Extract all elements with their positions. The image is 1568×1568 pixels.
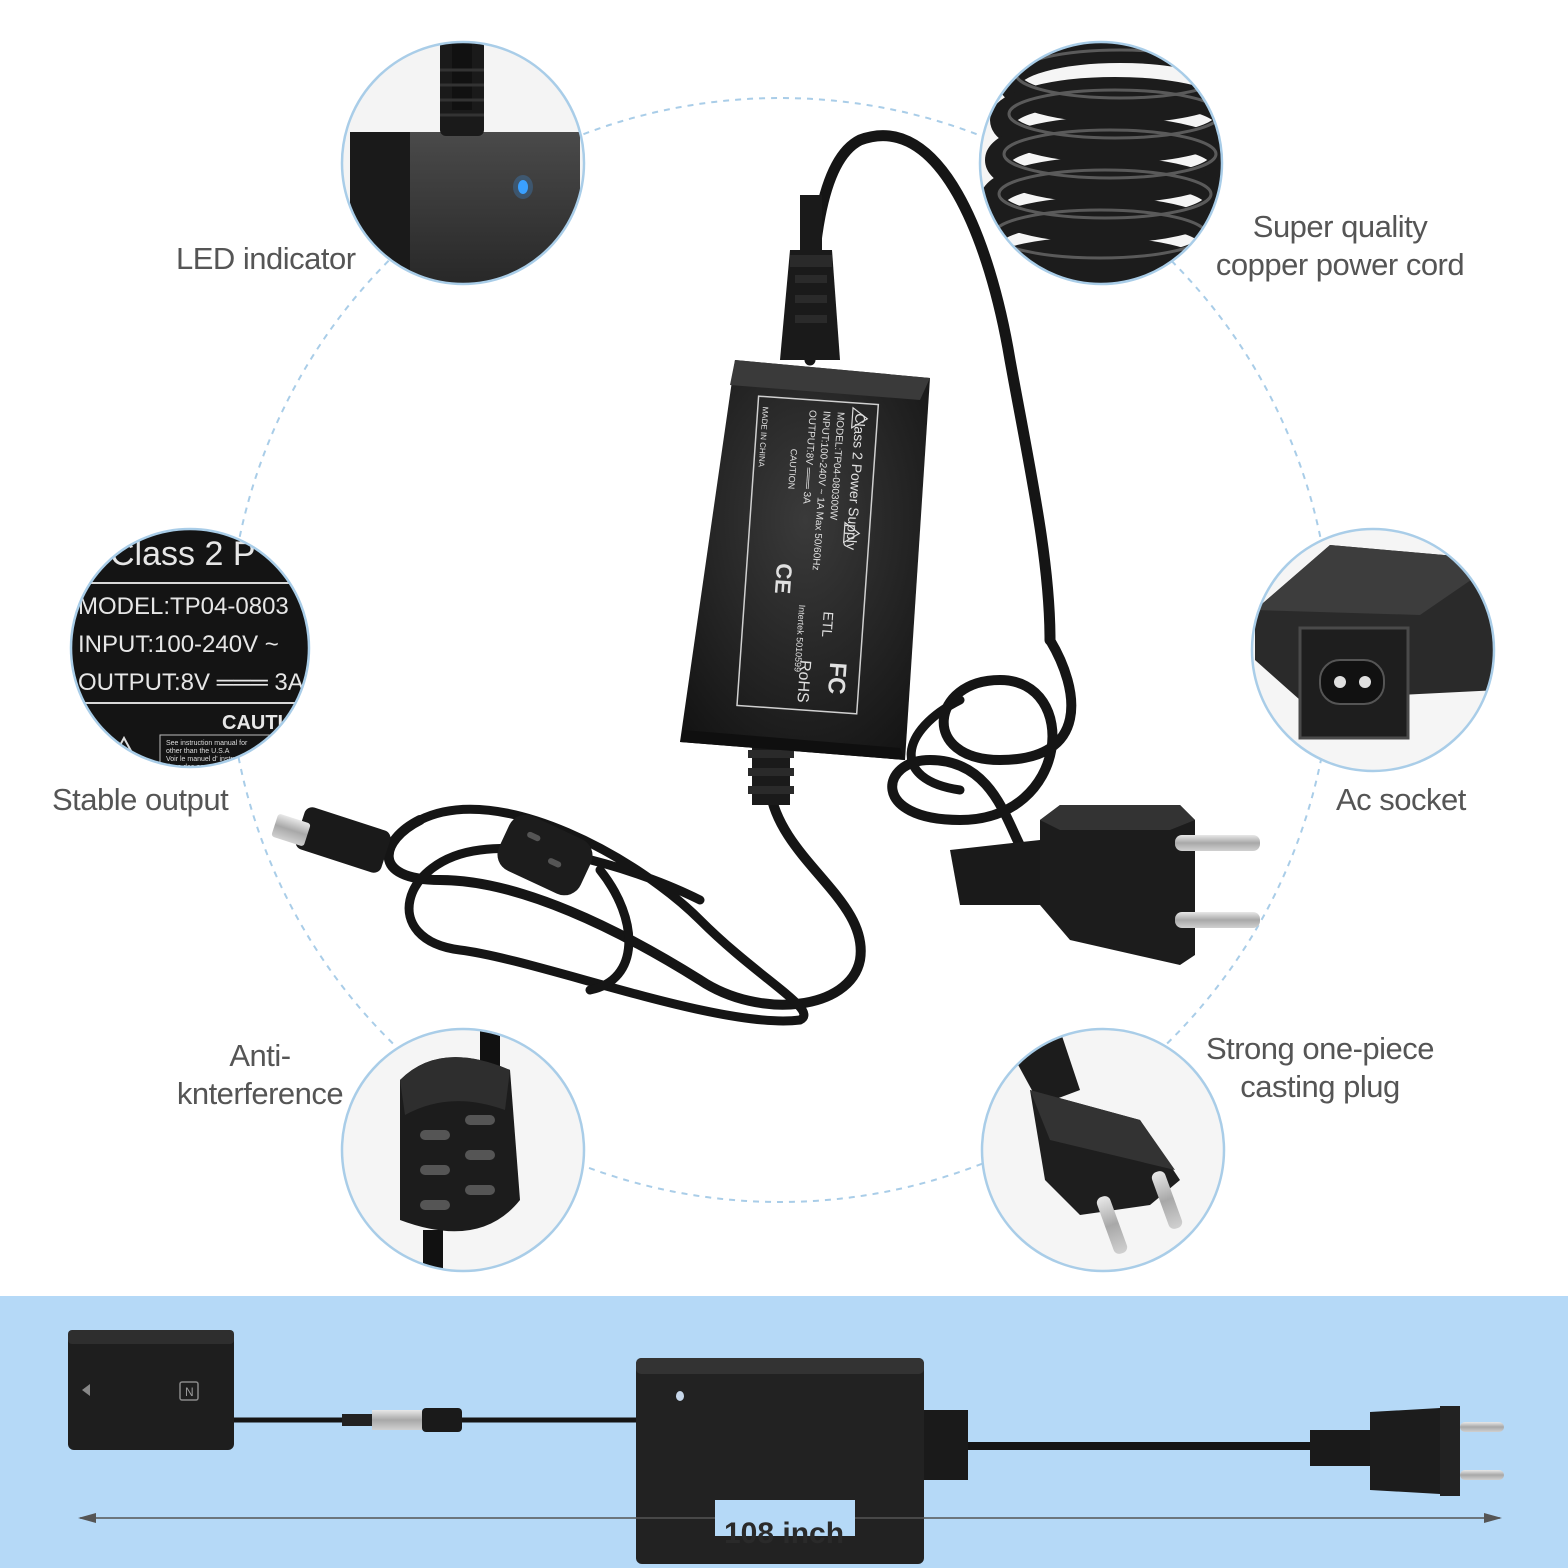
dummy-battery: N: [68, 1330, 234, 1450]
svg-text:Intertek 5010599: Intertek 5010599: [792, 604, 807, 672]
bottom-dc-connector: [342, 1408, 462, 1432]
casting-plug-label: Strong one-piece casting plug: [1195, 1030, 1445, 1106]
anti-interference-label: Anti- knterference: [160, 1037, 360, 1113]
svg-text:dans des pays aut: dans des pays aut: [166, 764, 223, 771]
svg-text:CE: CE: [770, 563, 797, 595]
ac-inlet-plug: [780, 195, 840, 360]
led-icon: [676, 1391, 684, 1401]
zoom-label-caution: CAUTI: [222, 712, 283, 734]
anti-label-line1: Anti-: [229, 1038, 291, 1073]
dc-barrel-connector: [271, 807, 391, 873]
svg-text:MADE IN CHINA: MADE IN CHINA: [757, 406, 770, 468]
bottom-plug: [1310, 1406, 1504, 1496]
svg-text:ETL: ETL: [819, 611, 837, 638]
cable-length-label: 108 inch: [723, 1517, 845, 1550]
label-zoom: Class 2 P MODEL:TP04-0803 INPUT:100-240V…: [69, 527, 311, 771]
svg-text:N: N: [185, 1385, 194, 1399]
svg-text:FC: FC: [822, 661, 851, 695]
ac-socket-zoom: [1250, 527, 1496, 773]
ferrite-zoom: [340, 1027, 586, 1273]
power-cord-label: Super quality copper power cord: [1200, 208, 1480, 284]
zoom-label-line2: MODEL:TP04-0803: [78, 593, 289, 620]
plug-zoom: [980, 1027, 1226, 1273]
plug-label-line2: casting plug: [1240, 1069, 1400, 1104]
led-icon: [518, 180, 528, 194]
svg-text:See instruction manual for: See instruction manual for: [166, 740, 248, 747]
bottom-cables: [234, 1417, 1310, 1450]
led-indicator-label: LED indicator: [176, 241, 356, 276]
ac-socket-label: Ac socket: [1336, 782, 1466, 817]
zoom-label-line1: Class 2 P: [110, 535, 256, 573]
socket-icon: [1319, 659, 1385, 705]
n-logo-icon: [179, 1381, 199, 1401]
euro-plug: [950, 805, 1260, 965]
power-cord-zoom: [978, 40, 1224, 286]
svg-text:RoHS: RoHS: [793, 659, 813, 703]
main-adapter: Class 2 Power Supply MODEL:TP04-080300W …: [680, 360, 930, 760]
power-cord-label-line2: copper power cord: [1215, 247, 1465, 282]
zoom-label-line4: OUTPUT:8V ═══ 3A: [78, 669, 304, 696]
svg-text:other than the U.S.A: other than the U.S.A: [166, 748, 230, 755]
plug-label-line1: Strong one-piece: [1205, 1031, 1435, 1066]
ferrite-core: [497, 814, 593, 896]
led-indicator-zoom: [340, 40, 586, 286]
svg-text:Voir le manuel d' instru: Voir le manuel d' instru: [166, 756, 237, 763]
zoom-label-line3: INPUT:100-240V ~: [78, 631, 279, 658]
anti-label-line2: knterference: [176, 1076, 344, 1111]
stable-output-label: Stable output: [52, 782, 229, 817]
svg-text:CAUTION: CAUTION: [786, 448, 799, 489]
power-cord-label-line1: Super quality: [1252, 209, 1428, 244]
